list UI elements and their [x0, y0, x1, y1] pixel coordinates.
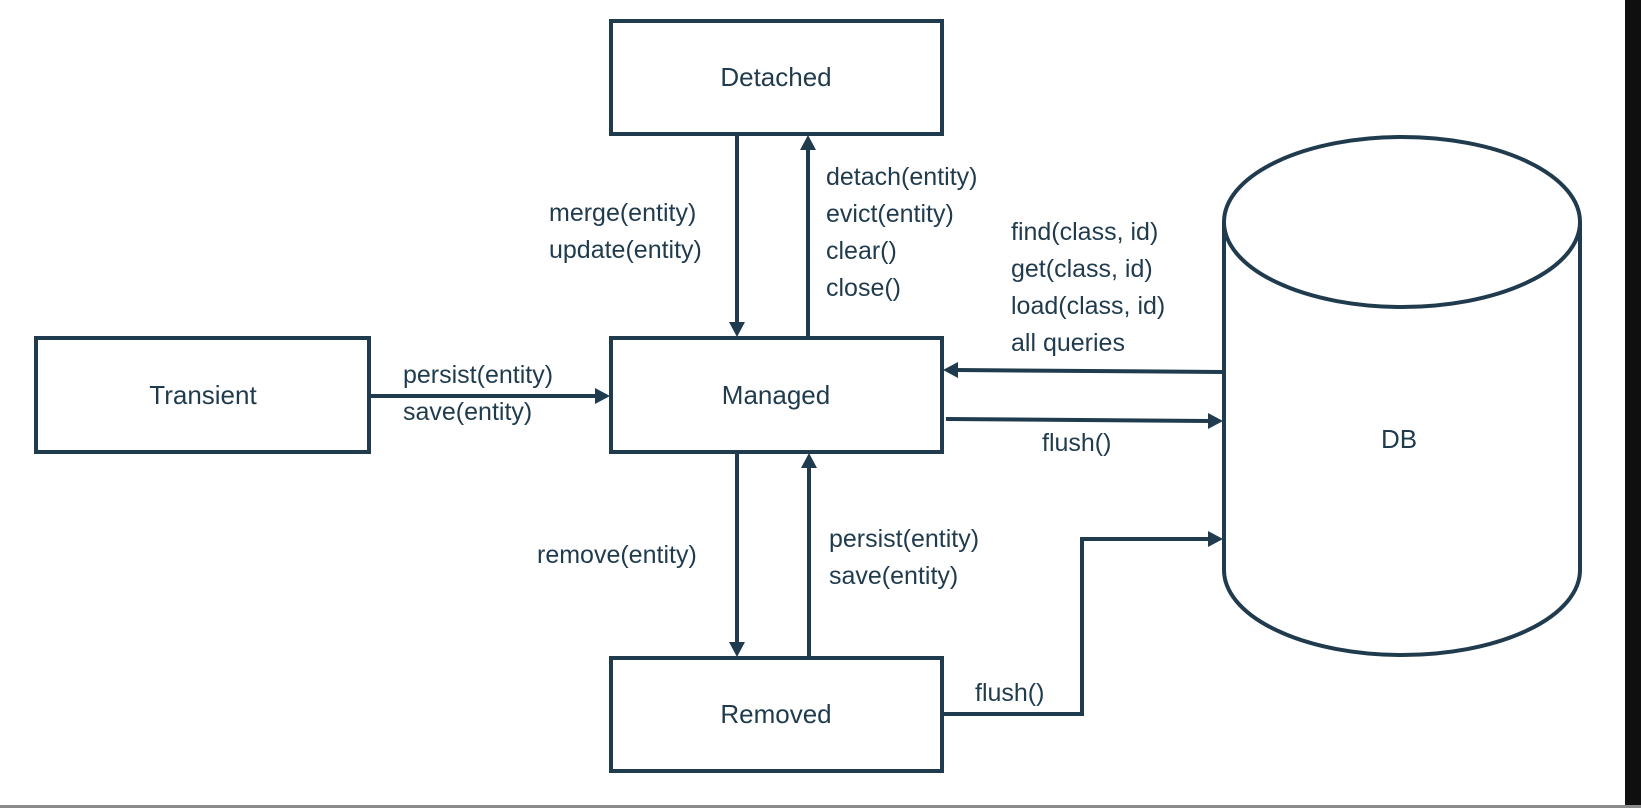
- db-label: DB: [1381, 424, 1417, 454]
- arrow-managed-to-removed: [729, 452, 745, 657]
- managed-state-label: Managed: [722, 380, 830, 410]
- transition-label: update(entity): [549, 236, 702, 264]
- arrow-managed-to-db: [945, 413, 1223, 429]
- transition-label: find(class, id): [1011, 218, 1158, 246]
- transition-label: clear(): [826, 237, 897, 265]
- transition-label: load(class, id): [1011, 292, 1165, 320]
- transient-state-label: Transient: [149, 380, 257, 410]
- label-detached-to-managed: merge(entity) update(entity): [549, 199, 702, 264]
- transition-label: persist(entity): [403, 361, 553, 389]
- label-removed-to-managed: persist(entity) save(entity): [829, 525, 979, 590]
- arrow-removed-to-managed: [801, 453, 817, 658]
- transition-label: save(entity): [829, 562, 958, 590]
- arrow-transient-to-managed: [369, 388, 610, 404]
- transition-label: merge(entity): [549, 199, 696, 227]
- label-transient-to-managed: persist(entity) save(entity): [403, 361, 553, 426]
- label-managed-to-removed: remove(entity): [537, 541, 697, 569]
- detached-state-box: [609, 19, 944, 136]
- db-cylinder: [1222, 135, 1582, 657]
- arrow-db-to-managed: [943, 362, 1223, 378]
- managed-state-box: [609, 336, 944, 454]
- transition-label: detach(entity): [826, 163, 977, 191]
- label-removed-to-db: flush(): [975, 679, 1044, 707]
- detached-state-label: Detached: [720, 62, 831, 92]
- arrow-managed-to-detached: [800, 135, 816, 338]
- label-db-to-managed: find(class, id) get(class, id) load(clas…: [1011, 218, 1165, 357]
- transition-label: close(): [826, 274, 901, 302]
- transient-state-box: [34, 336, 371, 454]
- transition-label: get(class, id): [1011, 255, 1153, 283]
- removed-state-label: Removed: [720, 699, 831, 729]
- transition-label: save(entity): [403, 398, 532, 426]
- arrow-removed-to-db: [942, 531, 1223, 716]
- transition-label: all queries: [1011, 329, 1125, 357]
- label-managed-to-detached: detach(entity) evict(entity) clear() clo…: [826, 163, 977, 302]
- bottom-edge-line: [0, 805, 1641, 808]
- transition-label: persist(entity): [829, 525, 979, 553]
- transition-label: evict(entity): [826, 200, 954, 228]
- right-edge-bar: [1625, 0, 1641, 808]
- arrow-detached-to-managed: [729, 134, 745, 337]
- label-managed-to-db: flush(): [1042, 429, 1111, 457]
